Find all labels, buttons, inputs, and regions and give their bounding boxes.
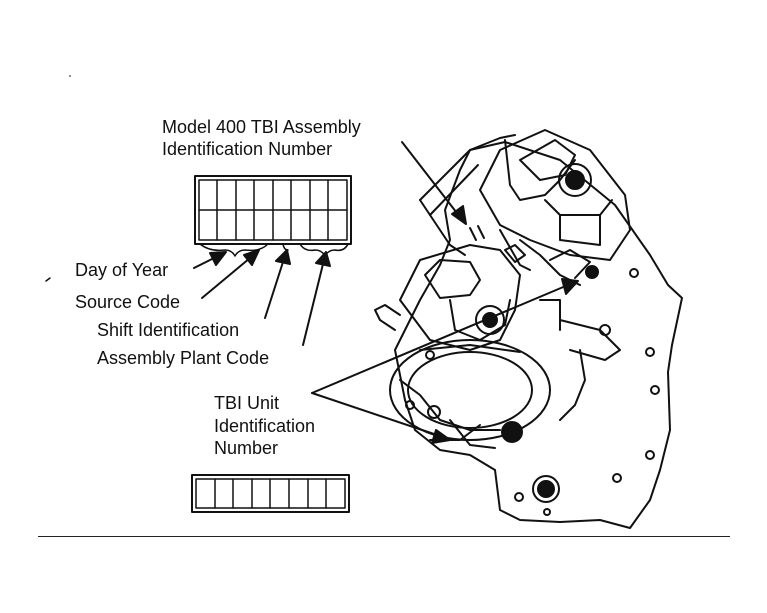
source-code-label: Source Code [75,292,181,312]
shift-identification-label: Shift Identification [97,320,240,340]
assembly-plant-code-label: Assembly Plant Code [97,348,270,368]
unit-id-label-line1: TBI Unit [214,393,280,413]
unit-id-label-line2: Identification [214,416,316,436]
unit-id-label-line3: Number [214,438,279,458]
bottom-divider [38,536,730,537]
assembly-id-label-line1: Model 400 TBI Assembly [162,117,361,137]
day-of-year-label: Day of Year [75,260,169,280]
assembly-id-label-line2: Identification Number [162,139,333,159]
